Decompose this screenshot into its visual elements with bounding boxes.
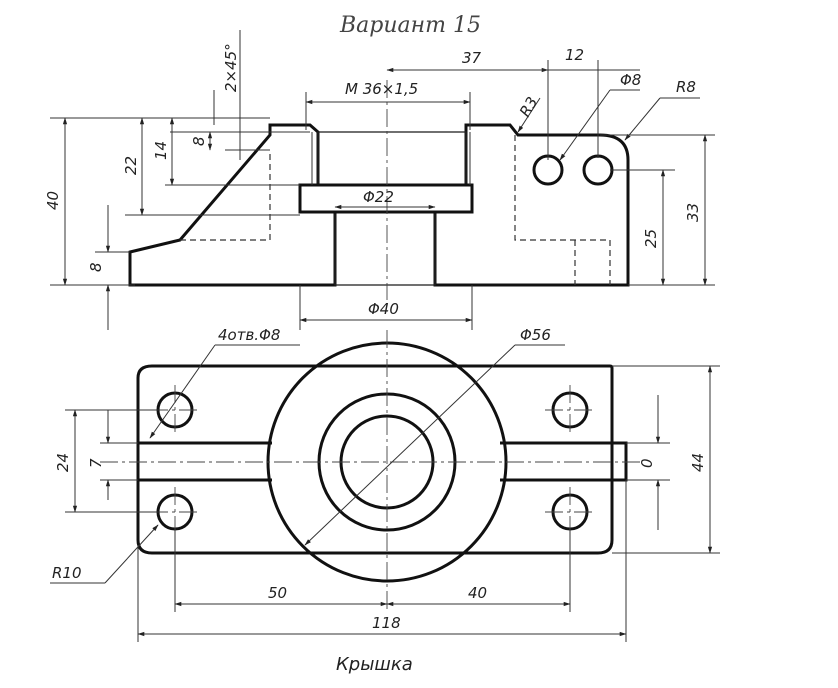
dim-8-top: 8 [190,136,208,146]
drawing-caption: Крышка [336,654,413,675]
upper-bore [317,131,467,186]
dim-phi22: Φ22 [363,188,394,206]
dim-44: 44 [689,453,707,472]
dim-phi56: Φ56 [520,326,551,344]
top-dimensions [50,344,720,642]
dim-8-bottom: 8 [87,262,105,272]
dim-37: 37 [462,49,482,67]
dimension-labels: 37 12 2×45° M 36×1,5 Φ8 R8 R3 40 22 14 8… [44,43,707,632]
top-view [100,330,640,610]
dim-thread: M 36×1,5 [345,80,418,98]
dim-holes: 4отв.Φ8 [218,326,280,344]
dim-7: 7 [87,458,105,468]
drawing-title: Вариант 15 [339,13,481,38]
dim-25: 25 [642,229,660,248]
dim-14: 14 [152,141,170,160]
front-dimensions [50,30,715,330]
dim-r8: R8 [676,78,696,96]
dim-0: 0 [638,458,656,468]
dim-chamfer: 2×45° [222,43,240,92]
dim-50: 50 [268,584,287,602]
dim-phi40: Φ40 [368,300,399,318]
dim-r3: R3 [516,94,542,120]
section-hole-left [532,154,564,186]
dim-phi8: Φ8 [620,71,641,89]
dim-r10: R10 [52,564,82,582]
slot-rib [138,441,628,482]
dim-12: 12 [565,46,584,64]
dim-118: 118 [372,614,401,632]
section-hole-right [582,154,614,186]
hatched-right-part [433,123,630,287]
dim-40-width: 40 [468,584,487,602]
dim-22: 22 [122,156,140,175]
recess [298,183,474,214]
dim-24: 24 [54,453,72,472]
lower-bore [334,211,436,286]
dim-40-height: 40 [44,191,62,210]
dim-33: 33 [684,203,702,222]
flange-outline [136,364,614,555]
